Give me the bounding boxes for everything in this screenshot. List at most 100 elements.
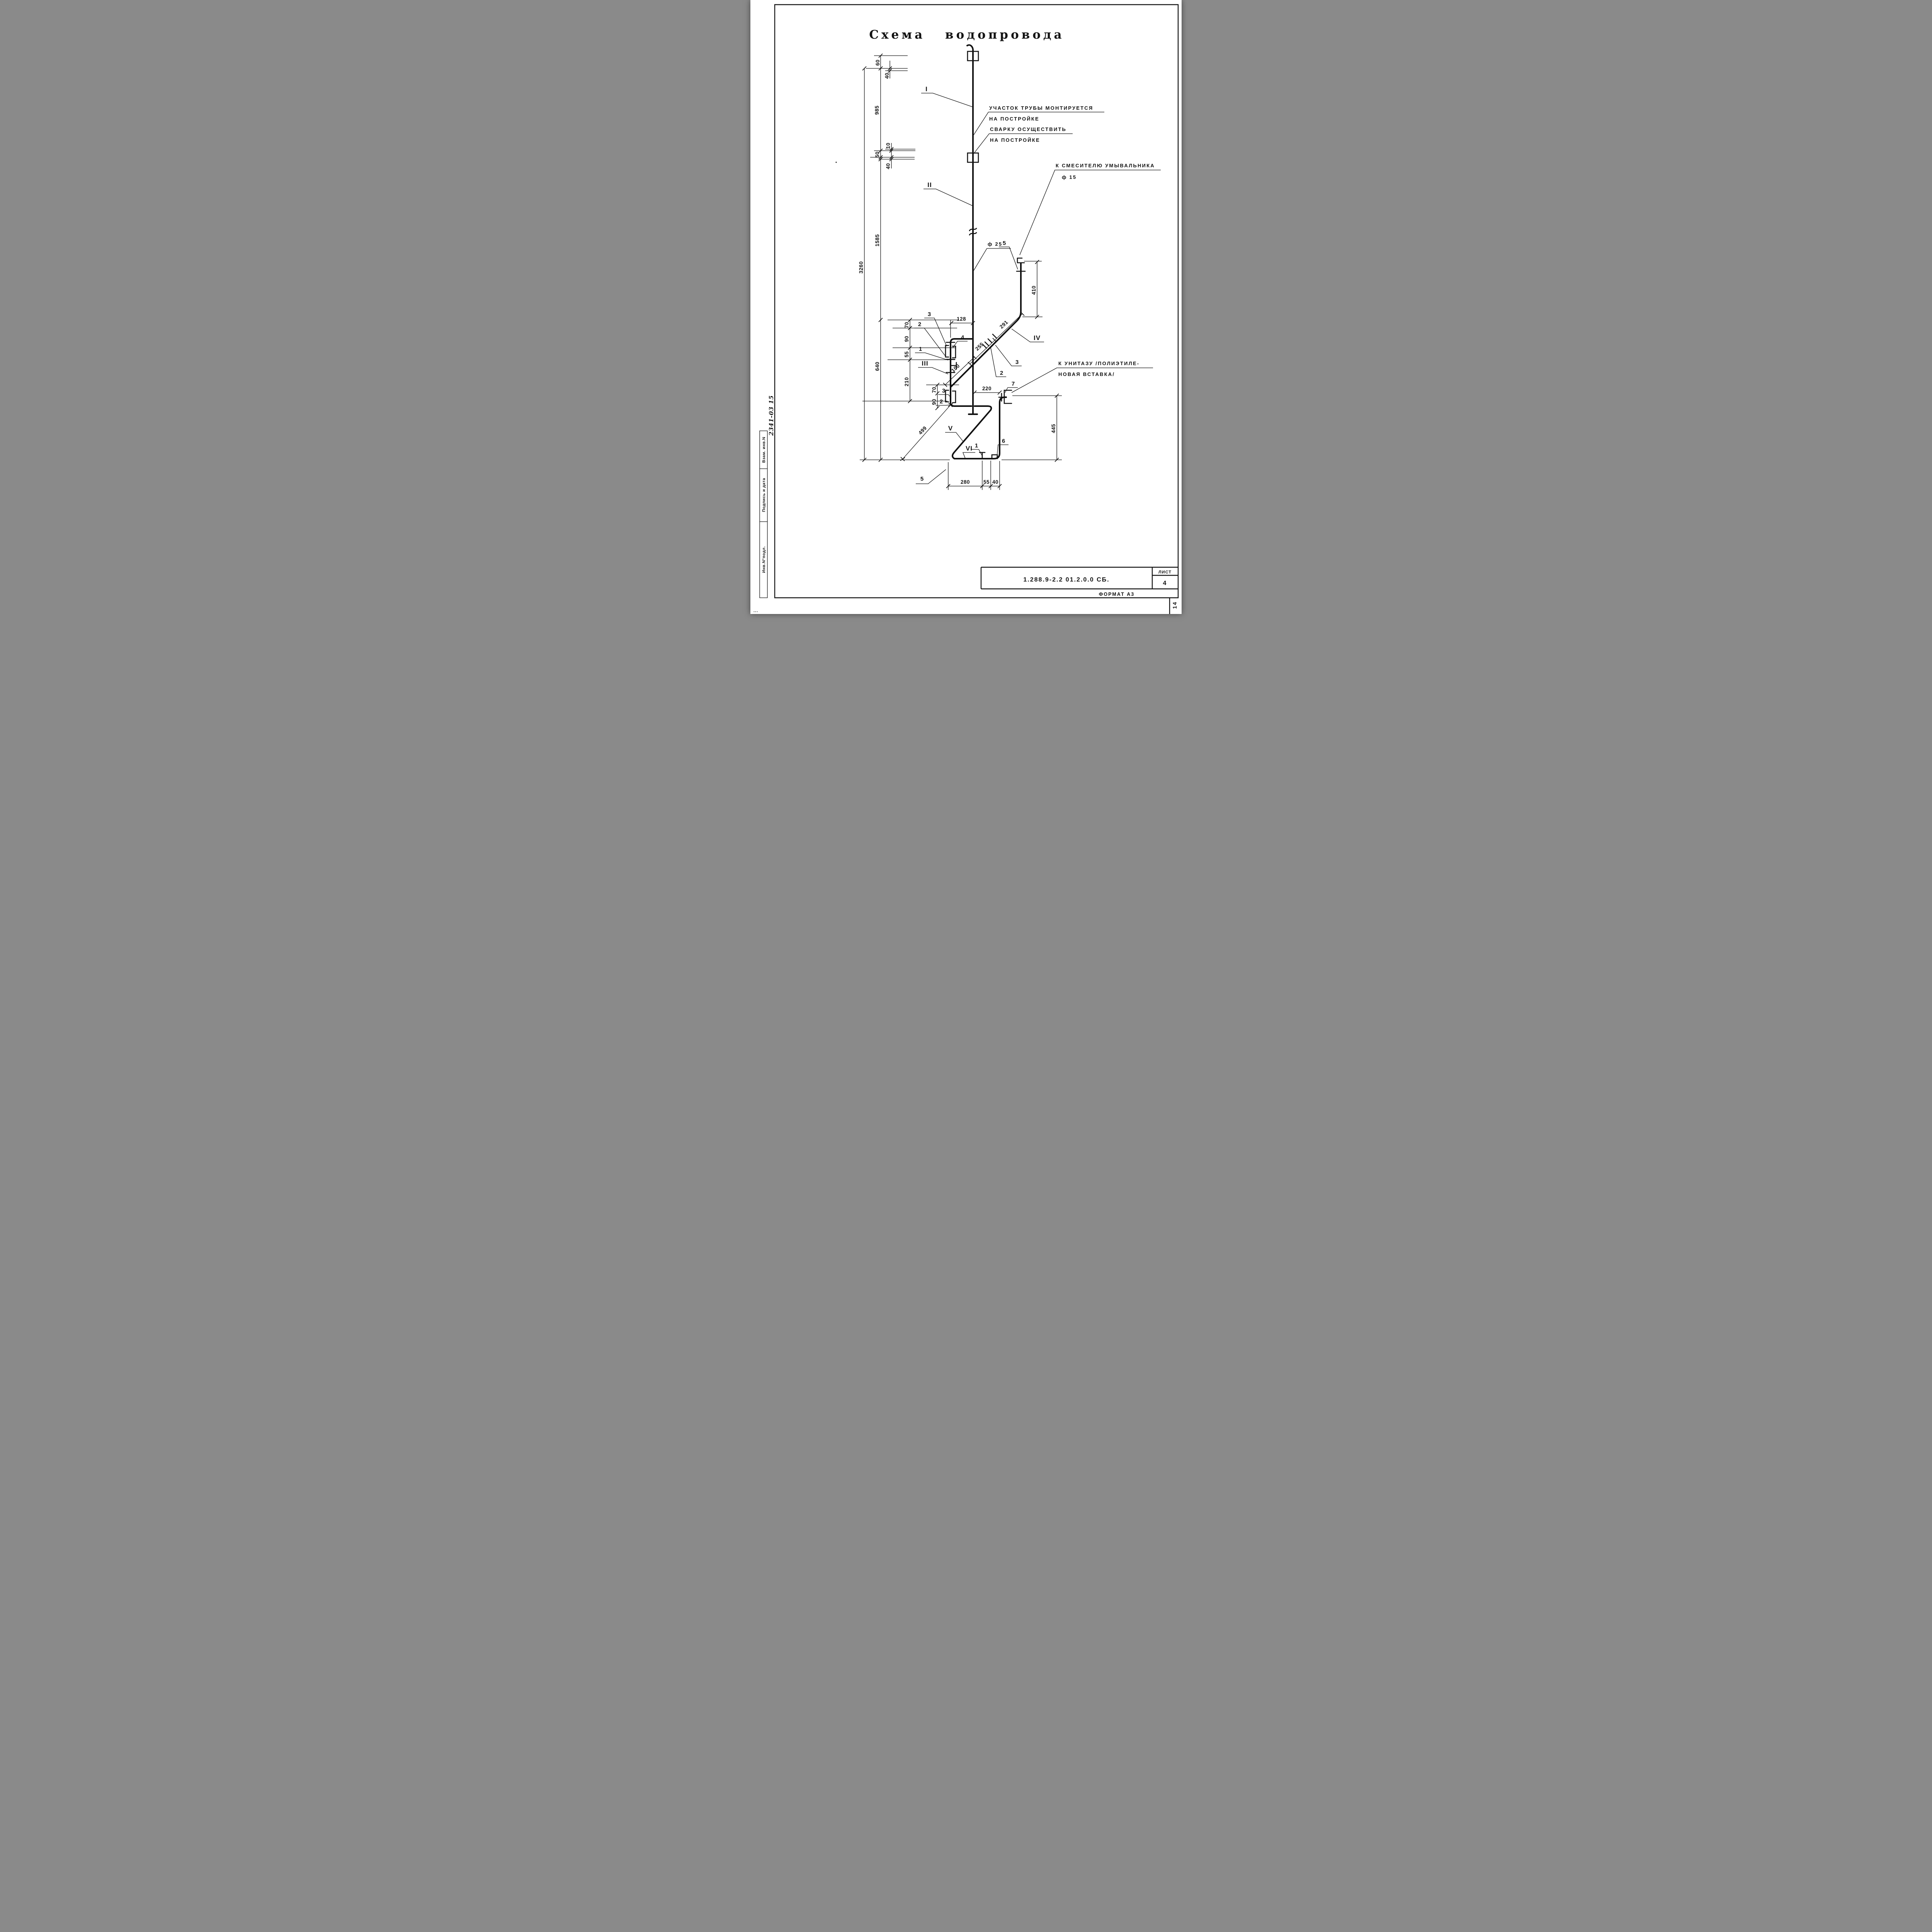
callout-2-diagonal: 2 [1000, 370, 1003, 376]
branch-IV-pipe [950, 263, 1022, 388]
dim-128: 128 [957, 316, 966, 322]
pipe-diameter-leader [973, 248, 1011, 271]
main-riser-pipe [968, 50, 978, 415]
dim-90b: 90 [931, 399, 937, 405]
callout-1-bottom: 1 [975, 442, 978, 449]
dim-410: 410 [1031, 286, 1037, 295]
callout-5-bottom-leader [916, 469, 946, 484]
ticks-70-90-b [935, 383, 940, 410]
title-block-outline [980, 566, 1178, 590]
callout-6-leader [997, 444, 1009, 458]
dim-40b: 40 [885, 163, 891, 169]
ticks-10-40b [889, 147, 894, 162]
annotation-toilet-line1: К УНИТАЗУ /ПОЛИЭТИЛЕ- [1058, 361, 1139, 366]
ticks-40a [888, 66, 892, 73]
extension-lines [860, 55, 1062, 490]
pipes [950, 44, 1022, 459]
dim-10: 10 [885, 143, 891, 149]
callout-3-riser-bottom: 3 [942, 388, 945, 394]
callout-4-leader [952, 341, 968, 349]
dim-100: 100 [950, 363, 961, 373]
section-III-leader [918, 367, 949, 374]
section-IV-leader [1011, 328, 1044, 342]
annotation-mixer-line2: ф 15 [1062, 174, 1077, 180]
fitting-bracket-pair-lower [945, 389, 956, 403]
annotation-toilet-line2: НОВАЯ ВСТАВКА/ [1058, 371, 1115, 377]
callout-1-bottom-leader [971, 449, 983, 456]
sleeve-lower [967, 152, 979, 163]
stamp-sidebar: Взам. инв.N Подпись и дата Инв.N°подл. 2… [753, 395, 775, 613]
fitting-tee-riser [946, 359, 957, 373]
callout-3-riser-top: 3 [928, 311, 931, 318]
fitting-toilet-outlet [998, 389, 1012, 404]
section-V: V [948, 425, 953, 432]
stamp-box2-label: Подпись и дата [762, 478, 766, 512]
section-VI-leader [963, 452, 975, 459]
callout-2-riser-top-leader [914, 328, 946, 357]
ticks-280-55-40 [946, 484, 1002, 488]
drawing-title: Схема водопровода [869, 28, 1064, 42]
section-labels: I II III IV V VI [918, 85, 1044, 459]
annotation-pipe-mount-leader [973, 112, 1104, 136]
annotation-mixer-line1: К СМЕСИТЕЛЮ УМЫВАЛЬНИКА [1056, 163, 1155, 168]
dim-70b: 70 [931, 387, 937, 393]
dimension-labels: 60 40 985 10 50 40 3260 1585 640 70 90 5… [858, 60, 1056, 485]
annotation-pipe-mount-line1: УЧАСТОК ТРУБЫ МОНТИРУЕТСЯ [989, 105, 1093, 111]
branch-V-VI-pipe [952, 396, 1007, 459]
floor-lines-mid [870, 149, 915, 160]
annotation-mixer-leader [1019, 170, 1161, 255]
stamp-boxes [759, 430, 768, 598]
fitting-marks-diagonal [982, 333, 997, 349]
riser-top-hook [966, 44, 974, 52]
section-III: III [922, 360, 928, 367]
stamp-box3-label: Инв.N°подл. [762, 546, 766, 573]
callout-5-mixer-leader [999, 247, 1018, 270]
ticks-445 [1054, 393, 1059, 462]
dim-255: 255 [974, 341, 985, 352]
callout-6: 6 [1002, 438, 1005, 444]
annotation-pipe-mount-line2: НА ПОСТРОЙКЕ [989, 116, 1039, 122]
dim-445: 445 [1051, 424, 1056, 433]
callout-2-diagonal-leader [990, 347, 1006, 377]
section-VI: VI [966, 445, 973, 452]
callout-3-riser-bottom-leader [938, 394, 952, 398]
title-block: 1.288.9-2.2 01.2.0.0 СБ. ЛИСТ 4 ФОРМАТ А… [980, 566, 1178, 609]
callout-2-riser-bottom: 2 [940, 398, 943, 405]
fitting-mixer-outlet [1016, 257, 1026, 272]
ext-lines-junction [860, 320, 959, 460]
callout-7: 7 [1012, 381, 1015, 387]
page-number: 14 [1172, 601, 1178, 609]
title-block-code: 1.288.9-2.2 01.2.0.0 СБ. [1023, 577, 1109, 583]
pipe-diameter-label: ф 25 [988, 241, 1002, 247]
section-V-leader [945, 432, 964, 442]
format-label: ФОРМАТ А3 [1099, 592, 1134, 597]
frame-border [774, 4, 1179, 599]
title-block-sheet-label: ЛИСТ [1158, 570, 1172, 575]
drawing-sheet: Взам. инв.N Подпись и дата Инв.N°подл. 2… [750, 0, 1182, 614]
dim-line-499 [902, 405, 951, 459]
dim-55a: 55 [904, 351, 910, 357]
callout-5-bottom: 5 [920, 476, 923, 482]
title-block-sheet-number: 4 [1163, 580, 1167, 587]
callout-4: 4 [961, 334, 964, 341]
sleeve-upper [967, 51, 979, 61]
annotation-weld-line2: НА ПОСТРОЙКЕ [990, 137, 1040, 143]
dim-55b: 55 [983, 479, 990, 485]
dim-1585: 1585 [874, 234, 880, 247]
annotation-weld-line1: СВАРКУ ОСУЩЕСТВИТЬ [990, 126, 1066, 132]
dim-line-100 [945, 357, 975, 385]
section-II-leader [923, 189, 973, 206]
dim-210: 210 [904, 377, 910, 386]
ticks-chain [878, 53, 883, 462]
dim-40a: 40 [884, 73, 890, 79]
dim-50: 50 [874, 151, 880, 158]
callout-3-riser-top-leader [924, 318, 947, 347]
annotation-weld-leader [973, 133, 1073, 155]
dim-70a: 70 [904, 322, 910, 328]
floor-lines-top [866, 55, 908, 71]
ticks-410 [1035, 260, 1039, 319]
ext-lines-bottom [948, 461, 1000, 490]
ext-lines-right [1002, 261, 1062, 460]
stamp-box1-label: Взам. инв.N [762, 437, 766, 463]
dim-280: 280 [961, 479, 970, 485]
